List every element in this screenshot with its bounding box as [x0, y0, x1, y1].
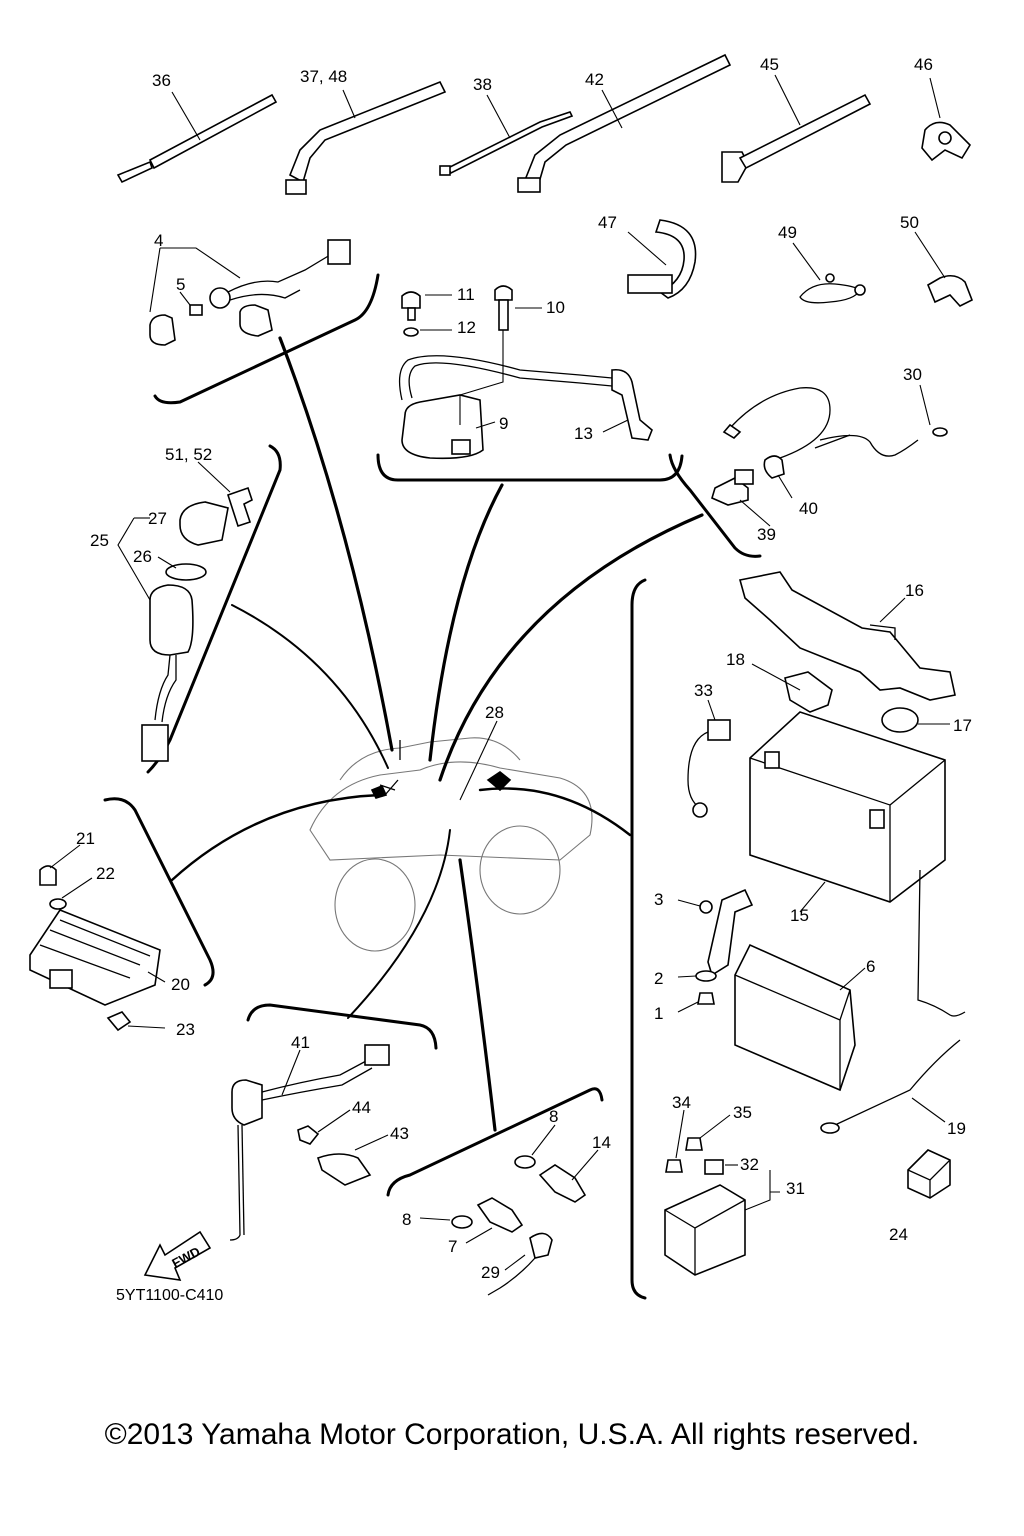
callout-7: 7 [448, 1237, 457, 1256]
callout-13: 13 [574, 424, 593, 443]
callout-49: 49 [778, 223, 797, 242]
copyright-notice: ©2013 Yamaha Motor Corporation, U.S.A. A… [104, 1418, 920, 1451]
callout-2: 2 [654, 969, 663, 988]
callout-45: 45 [760, 55, 779, 74]
fuse-24: 24 [889, 1149, 951, 1244]
group-main-switch: 51, 52 27 25 26 [90, 444, 282, 774]
callout-10: 10 [546, 298, 565, 317]
callout-31: 31 [786, 1179, 805, 1198]
callout-36: 36 [152, 71, 171, 90]
clip-49: 49 [778, 223, 866, 304]
wire-to-coil-group [428, 483, 504, 762]
callout-39: 39 [757, 525, 776, 544]
wire-harness-28: 28 [459, 703, 504, 801]
callout-50: 50 [900, 213, 919, 232]
callout-4: 4 [154, 231, 163, 250]
callout-8-upper: 8 [549, 1107, 558, 1126]
callout-35: 35 [733, 1103, 752, 1122]
callout-20: 20 [171, 975, 190, 994]
callout-9: 9 [499, 414, 508, 433]
callout-26: 26 [133, 547, 152, 566]
wire-to-switch-group [231, 604, 389, 769]
callout-47: 47 [598, 213, 617, 232]
fwd-label: FWD [169, 1244, 202, 1271]
callout-37-48: 37, 48 [300, 67, 347, 86]
callout-30: 30 [903, 365, 922, 384]
clamp-46: 46 [914, 55, 972, 162]
electrical-parts-diagram: 36 37, 48 38 42 45 46 47 [29, 53, 974, 1304]
callout-33: 33 [694, 681, 713, 700]
callout-38: 38 [473, 75, 492, 94]
callout-5: 5 [176, 275, 185, 294]
callout-43: 43 [390, 1124, 409, 1143]
callout-1: 1 [654, 1004, 663, 1023]
wire-to-sensor-group [278, 336, 394, 752]
callout-41: 41 [291, 1033, 310, 1052]
callout-24: 24 [889, 1225, 908, 1244]
callout-11: 11 [457, 285, 475, 304]
group-battery: 16 18 17 33 15 3 2 1 6 [630, 571, 972, 1300]
callout-44: 44 [352, 1098, 371, 1117]
callout-46: 46 [914, 55, 933, 74]
band-47: 47 [598, 213, 697, 299]
group-brake-switch: 41 44 43 [229, 1003, 438, 1241]
diagram-code: 5YT1100-C410 [116, 1287, 223, 1304]
group-neutral-switch: 8 14 8 7 29 [386, 1087, 611, 1296]
group-ignition-coil: 11 10 12 9 13 [376, 285, 684, 482]
callout-40: 40 [799, 499, 818, 518]
callout-16: 16 [905, 581, 924, 600]
callout-42: 42 [585, 70, 604, 89]
cable-tie-36: 36 [116, 71, 278, 184]
clamp-50: 50 [900, 213, 974, 307]
callout-18: 18 [726, 650, 745, 669]
callout-3: 3 [654, 890, 663, 909]
group-thermo-switch: 30 40 39 [668, 365, 948, 558]
callout-21: 21 [76, 829, 95, 848]
cable-tie-45: 45 [721, 55, 872, 183]
cable-tie-37-48: 37, 48 [285, 67, 447, 195]
callout-32: 32 [740, 1155, 759, 1174]
group-regulator: 21 22 20 23 [29, 797, 215, 1039]
fwd-arrow-icon: FWD [143, 1230, 212, 1281]
callout-51-52: 51, 52 [165, 445, 212, 464]
wire-to-regulator-group [170, 793, 382, 882]
callout-17: 17 [953, 716, 972, 735]
callout-28: 28 [485, 703, 504, 722]
wire-to-battery-group [478, 787, 632, 837]
callout-15: 15 [790, 906, 809, 925]
callout-25: 25 [90, 531, 109, 550]
callout-8-lower: 8 [402, 1210, 411, 1229]
callout-22: 22 [96, 864, 115, 883]
wire-to-thermo-group [438, 513, 704, 782]
callout-34: 34 [672, 1093, 691, 1112]
callout-12: 12 [457, 318, 476, 337]
wire-to-switch-lower-group [458, 858, 497, 1132]
callout-29: 29 [481, 1263, 500, 1282]
group-sensor-lead: 4 5 [149, 231, 380, 405]
cable-tie-38: 38 [439, 75, 574, 176]
callout-23: 23 [176, 1020, 195, 1039]
atv-outline [309, 737, 593, 952]
callout-27: 27 [148, 509, 167, 528]
callout-14: 14 [592, 1133, 611, 1152]
cable-tie-42: 42 [517, 53, 732, 193]
callout-19: 19 [947, 1119, 966, 1138]
wire-to-neutral-group [347, 829, 451, 1019]
callout-6: 6 [866, 957, 875, 976]
